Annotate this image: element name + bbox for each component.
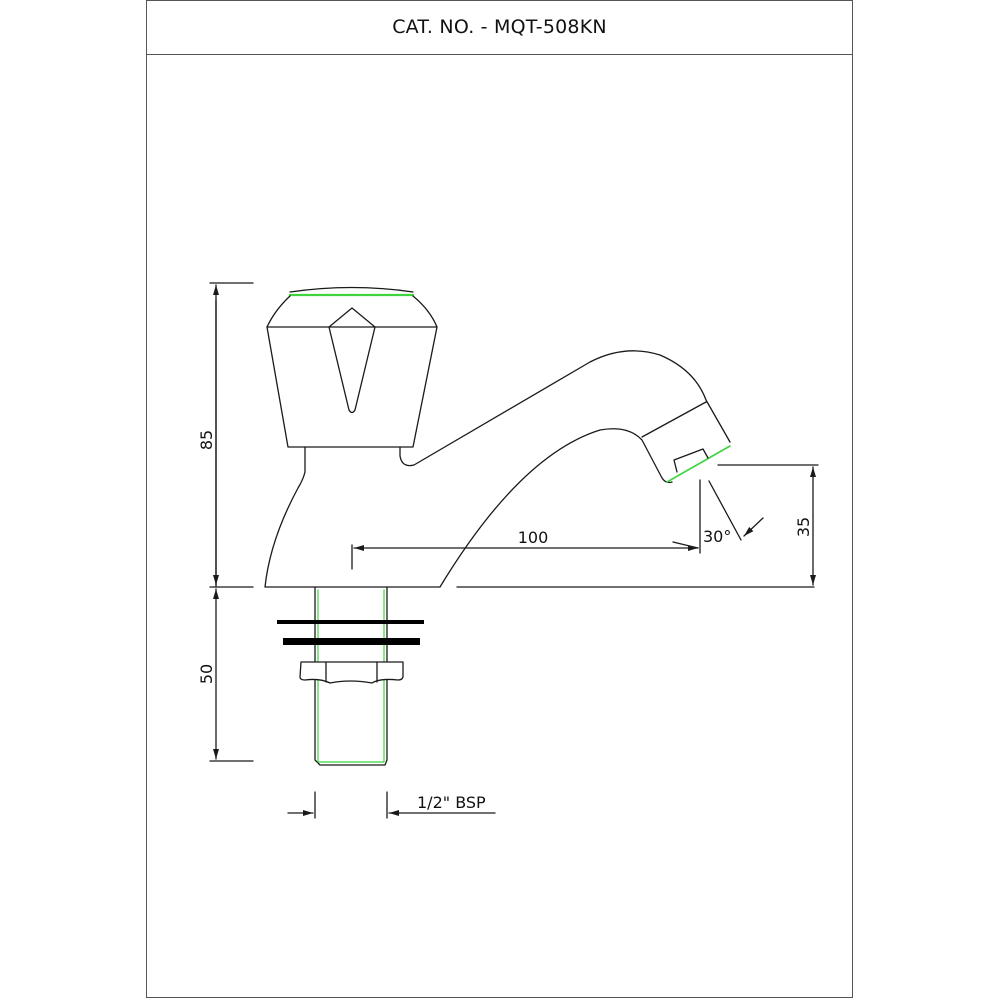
svg-text:50: 50: [197, 664, 216, 684]
washer-top: [277, 620, 424, 624]
tap-handle: [266, 286, 438, 448]
svg-text:100: 100: [518, 528, 549, 547]
dimension-reach-100: 100: [351, 479, 701, 570]
dimension-shank-50: 50: [197, 588, 254, 762]
svg-text:1/2" BSP: 1/2" BSP: [417, 793, 486, 812]
catalog-number-title: CAT. NO. - MQT-508KN: [392, 16, 607, 38]
drawing-frame: [146, 0, 853, 998]
dimension-angle-30: 30°: [703, 480, 764, 546]
dimension-thread-bsp: 1/2" BSP: [287, 791, 496, 819]
svg-text:30°: 30°: [703, 527, 731, 546]
threaded-shank: [277, 586, 424, 766]
handle-diamond-icon: [328, 307, 376, 414]
tap-body: [264, 350, 815, 588]
dimension-height-85: 85: [197, 282, 254, 588]
washer-bottom: [283, 638, 420, 645]
lock-nut: [299, 661, 404, 684]
svg-text:85: 85: [197, 430, 216, 450]
dimension-height-35: 35: [717, 464, 819, 586]
svg-text:35: 35: [794, 517, 813, 537]
title-block: CAT. NO. - MQT-508KN: [146, 0, 853, 55]
